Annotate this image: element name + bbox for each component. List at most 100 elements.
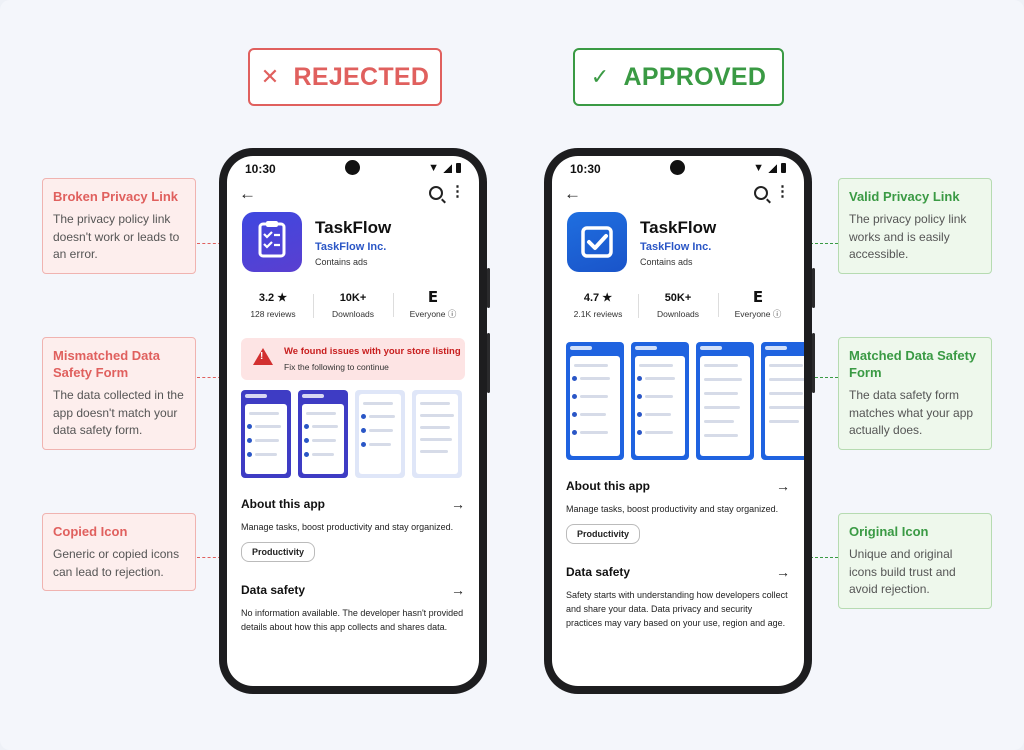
reviews-count: 128 reviews <box>250 308 296 319</box>
screenshot-thumb[interactable] <box>761 342 804 460</box>
connector-line <box>197 243 237 244</box>
downloads-stat: 50K+ Downloads <box>638 290 718 319</box>
arrow-right-icon[interactable]: → <box>776 478 790 494</box>
screenshot-thumb[interactable] <box>566 342 624 460</box>
volume-button <box>487 333 490 393</box>
about-section: About this app → Manage tasks, boost pro… <box>227 494 479 562</box>
arrow-right-icon[interactable]: → <box>451 582 465 598</box>
app-header: TaskFlow TaskFlow Inc. Contains ads <box>227 208 479 276</box>
callout-title: Original Icon <box>849 524 929 539</box>
clock: 10:30 <box>245 162 276 176</box>
more-vert-icon[interactable]: ⋮ <box>775 183 790 200</box>
about-title: About this app <box>241 497 325 511</box>
about-description: Manage tasks, boost productivity and sta… <box>241 522 454 532</box>
data-safety-description: No information available. The developer … <box>241 608 464 632</box>
about-header[interactable]: About this app → <box>241 494 465 514</box>
content-rating-label: Everyone <box>734 308 771 319</box>
rating-stat[interactable]: 3.2 ★ 128 reviews <box>233 290 313 319</box>
back-arrow-icon[interactable]: ← <box>239 184 256 203</box>
downloads-value: 10K+ <box>339 291 367 304</box>
category-chip[interactable]: Productivity <box>566 524 641 544</box>
volume-button <box>812 333 815 393</box>
screenshot-thumb[interactable] <box>631 342 689 460</box>
phone-screen: 10:30 ▼ ← ⋮ <box>227 156 479 686</box>
esrb-e-icon: E <box>752 287 764 306</box>
search-icon[interactable] <box>429 186 443 200</box>
connector-line <box>800 557 838 558</box>
signal-icon <box>768 163 777 173</box>
status-icons: ▼ <box>753 162 786 174</box>
warning-icon <box>253 348 273 365</box>
callout-original-icon: Original Icon Unique and original icons … <box>838 513 992 609</box>
data-safety-header[interactable]: Data safety → <box>241 580 465 600</box>
screenshot-thumb[interactable] <box>412 390 462 478</box>
more-vert-icon[interactable]: ⋮ <box>450 183 465 200</box>
info-icon: ⓘ <box>447 308 457 319</box>
app-name: TaskFlow <box>315 218 392 237</box>
star-icon: ★ <box>277 291 288 304</box>
screenshot-thumb[interactable] <box>696 342 754 460</box>
status-bar: 10:30 ▼ <box>552 156 804 182</box>
back-arrow-icon[interactable]: ← <box>564 184 581 203</box>
screenshot-thumb[interactable] <box>355 390 405 478</box>
callout-body: The data collected in the app doesn't ma… <box>53 388 184 437</box>
camera-cutout <box>670 160 685 175</box>
battery-icon <box>456 163 461 173</box>
close-icon: ✕ <box>260 64 280 89</box>
category-chip[interactable]: Productivity <box>241 542 316 562</box>
star-icon: ★ <box>602 291 613 304</box>
screenshot-thumb[interactable] <box>298 390 348 478</box>
connector-line <box>197 557 237 558</box>
app-stats: 3.2 ★ 128 reviews 10K+ Downloads E Every… <box>227 282 479 326</box>
callout-copied-icon: Copied Icon Generic or copied icons can … <box>42 513 196 591</box>
callout-body: Unique and original icons build trust an… <box>849 547 956 596</box>
warning-title: We found issues with your store listing <box>284 346 461 357</box>
reviews-count: 2.1K reviews <box>573 308 623 319</box>
arrow-right-icon[interactable]: → <box>451 496 465 512</box>
battery-icon <box>781 163 786 173</box>
warning-subtitle: Fix the following to continue <box>284 362 389 372</box>
developer-link[interactable]: TaskFlow Inc. <box>315 241 387 253</box>
screenshot-carousel[interactable] <box>552 342 804 464</box>
callout-body: Generic or copied icons can lead to reje… <box>53 547 180 579</box>
connector-line <box>800 377 838 378</box>
downloads-stat: 10K+ Downloads <box>313 290 393 319</box>
signal-icon <box>443 163 452 173</box>
callout-title: Valid Privacy Link <box>849 189 960 204</box>
approved-label: ✓ APPROVED <box>573 48 784 106</box>
data-safety-header[interactable]: Data safety → <box>566 562 790 582</box>
about-description: Manage tasks, boost productivity and sta… <box>566 504 779 514</box>
callout-title: Broken Privacy Link <box>53 189 178 204</box>
about-header[interactable]: About this app → <box>566 476 790 496</box>
content-rating-stat[interactable]: E Everyone ⓘ <box>393 289 473 320</box>
checkbox-icon <box>567 212 627 272</box>
downloads-value: 50K+ <box>664 291 692 304</box>
arrow-right-icon[interactable]: → <box>776 564 790 580</box>
developer-link[interactable]: TaskFlow Inc. <box>640 241 712 253</box>
rating-value: 4.7 <box>583 291 600 304</box>
callout-valid-privacy-link: Valid Privacy Link The privacy policy li… <box>838 178 992 274</box>
app-header: TaskFlow TaskFlow Inc. Contains ads <box>552 208 804 276</box>
app-bar: ← ⋮ <box>552 182 804 208</box>
content-rating-label: Everyone <box>409 308 446 319</box>
store-listing-warning: We found issues with your store listing … <box>241 338 465 380</box>
camera-cutout <box>345 160 360 175</box>
status-bar: 10:30 ▼ <box>227 156 479 182</box>
data-safety-title: Data safety <box>566 565 631 579</box>
app-bar: ← ⋮ <box>227 182 479 208</box>
callout-body: The data safety form matches what your a… <box>849 388 974 437</box>
callout-title: Mismatched Data Safety Form <box>53 348 160 380</box>
app-stats: 4.7 ★ 2.1K reviews 50K+ Downloads E Ever… <box>552 282 804 326</box>
callout-mismatched-data-safety: Mismatched Data Safety Form The data col… <box>42 337 196 450</box>
content-rating-stat[interactable]: E Everyone ⓘ <box>718 289 798 320</box>
callout-body: The privacy policy link doesn't work or … <box>53 212 180 261</box>
phone-rejected: 10:30 ▼ ← ⋮ <box>219 148 490 694</box>
clock: 10:30 <box>570 162 601 176</box>
screenshot-carousel[interactable] <box>227 390 479 482</box>
side-button <box>487 268 490 308</box>
callout-title: Copied Icon <box>53 524 128 539</box>
rating-stat[interactable]: 4.7 ★ 2.1K reviews <box>558 290 638 319</box>
esrb-e-icon: E <box>427 287 439 306</box>
search-icon[interactable] <box>754 186 768 200</box>
screenshot-thumb[interactable] <box>241 390 291 478</box>
